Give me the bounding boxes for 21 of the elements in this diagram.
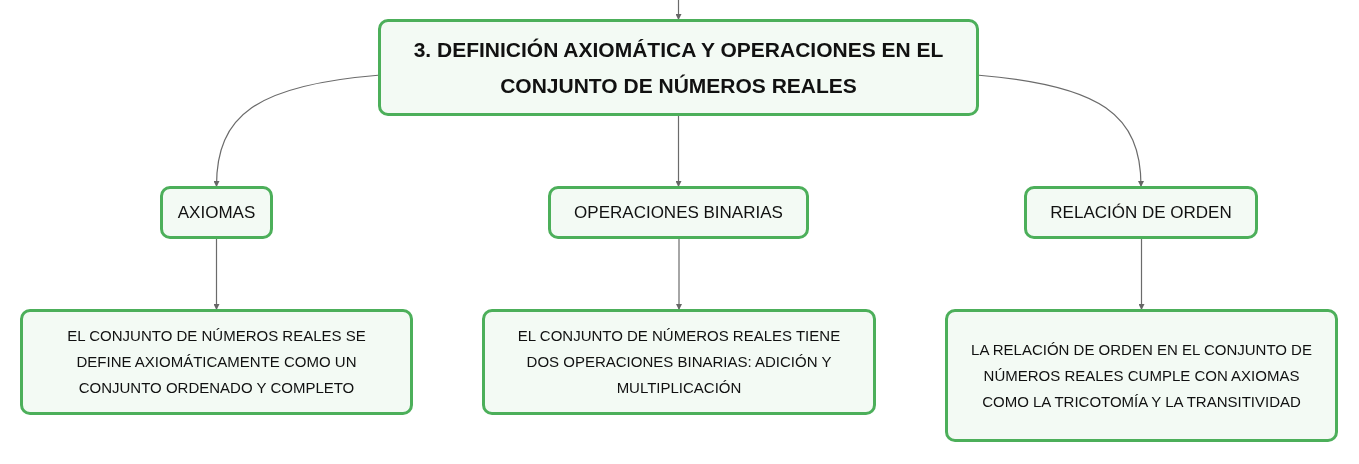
topic-box (160, 186, 273, 239)
connector-arrow (676, 238, 682, 310)
connector-arrow (978, 74, 1144, 187)
detail-box (945, 309, 1338, 442)
topic-box (1024, 186, 1258, 239)
topic-box (548, 186, 809, 239)
node-text: RELACIÓN DE ORDEN (1050, 201, 1232, 224)
node-text: EL CONJUNTO DE NÚMEROS REALES SE DEFINE AXIOMÁTICAMENTE COMO UN CONJUNTO ORDENADO Y COMPLETO (66, 326, 367, 398)
node-text: LA RELACIÓN DE ORDEN EN EL CONJUNTO DE NÚMEROS REALES CUMPLE CON AXIOMAS COMO LA TRICOTOMÍA Y LA TRANSITIVIDAD (970, 339, 1313, 412)
connector-arrow (213, 238, 220, 310)
connector-arrow (213, 74, 379, 187)
connector-arrow (675, 0, 682, 20)
node-text: EL CONJUNTO DE NÚMEROS REALES TIENE DOS OPERACIONES BINARIAS: ADICIÓN Y MULTIPLICACIÓN (516, 326, 842, 398)
node-text: 3. DEFINICIÓN AXIOMÁTICA Y OPERACIONES EN EL CONJUNTO DE NÚMEROS REALES (412, 36, 945, 99)
node-text: OPERACIONES BINARIAS (574, 201, 783, 224)
detail-box (20, 309, 413, 415)
connector-arrow (675, 115, 682, 187)
detail-box (482, 309, 876, 415)
connector-arrow (1138, 238, 1145, 310)
node-text: AXIOMAS (177, 201, 256, 224)
central-topic-box (378, 19, 979, 116)
